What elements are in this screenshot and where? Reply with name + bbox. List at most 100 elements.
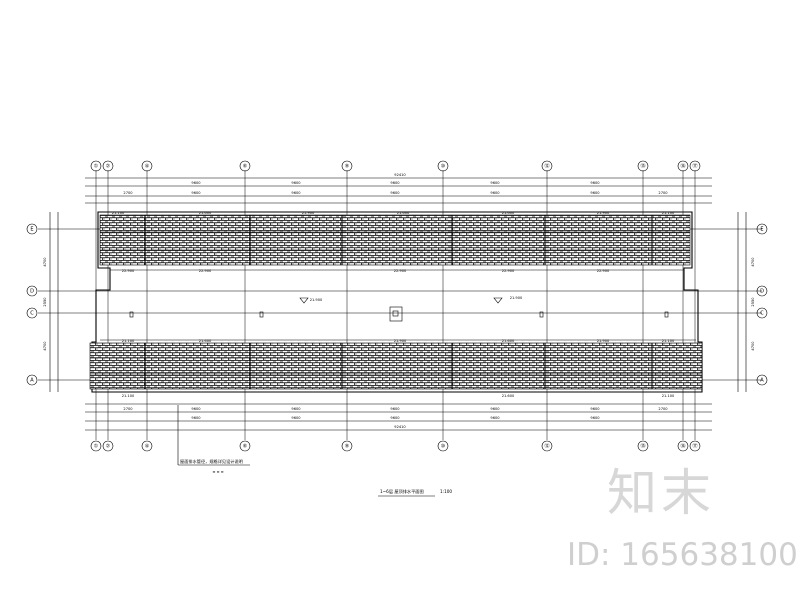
svg-text:21.600: 21.600 <box>502 339 515 343</box>
svg-text:①: ① <box>94 444 99 450</box>
overall-dim-top: 92410 <box>394 173 406 177</box>
svg-text:9600: 9600 <box>191 191 201 195</box>
svg-text:21.600: 21.600 <box>397 211 410 215</box>
roof-band-bottom <box>89 342 703 390</box>
watermark-logo: 知末 <box>607 464 715 522</box>
svg-text:21.600: 21.600 <box>502 394 515 398</box>
svg-text:9600: 9600 <box>590 416 600 420</box>
column-axis-bubbles-bottom: ① ② ④ ⑥ ⑧ ⑩ ⑫ ⑮ ⑯ ⑰ <box>90 440 701 452</box>
svg-text:21.600: 21.600 <box>199 211 212 215</box>
svg-text:9600: 9600 <box>390 191 400 195</box>
svg-text:21.600: 21.600 <box>199 339 212 343</box>
svg-text:21.900: 21.900 <box>310 298 323 302</box>
svg-text:21.100: 21.100 <box>122 394 135 398</box>
svg-text:21.900: 21.900 <box>597 339 610 343</box>
svg-text:⑫: ⑫ <box>544 443 549 450</box>
svg-text:A: A <box>760 378 764 384</box>
svg-text:21.900: 21.900 <box>510 296 523 300</box>
svg-text:9600: 9600 <box>191 181 201 185</box>
svg-text:9600: 9600 <box>291 191 301 195</box>
drain-symbols <box>129 297 669 322</box>
svg-text:21.900: 21.900 <box>302 211 315 215</box>
svg-text:4700: 4700 <box>43 341 47 351</box>
svg-text:21.100: 21.100 <box>122 339 135 343</box>
svg-text:D: D <box>30 289 34 295</box>
svg-text:⑮: ⑮ <box>640 443 645 450</box>
svg-text:2550: 2550 <box>43 297 47 307</box>
svg-text:⑩: ⑩ <box>441 444 446 450</box>
svg-text:21.600: 21.600 <box>502 211 515 215</box>
top-dimensions: 92410 9600 9600 9600 9600 9600 2700 9600 96… <box>85 173 712 204</box>
svg-text:2700: 2700 <box>123 407 133 411</box>
svg-text:⑰: ⑰ <box>692 163 697 170</box>
svg-text:4700: 4700 <box>751 341 755 351</box>
svg-text:21.100: 21.100 <box>662 394 675 398</box>
svg-text:9600: 9600 <box>490 407 500 411</box>
building-outline <box>91 211 703 393</box>
svg-text:9600: 9600 <box>291 407 301 411</box>
svg-text:9600: 9600 <box>590 181 600 185</box>
svg-text:4700: 4700 <box>751 257 755 267</box>
svg-text:A: A <box>30 378 34 384</box>
svg-text:②: ② <box>106 444 111 450</box>
svg-text:22.900: 22.900 <box>199 269 212 273</box>
svg-text:2700: 2700 <box>658 191 668 195</box>
svg-text:2700: 2700 <box>658 407 668 411</box>
svg-text:E: E <box>760 227 763 233</box>
overall-dim-bottom: 92410 <box>394 425 406 429</box>
svg-text:9600: 9600 <box>291 416 301 420</box>
svg-text:②: ② <box>106 164 111 170</box>
svg-text:⑩: ⑩ <box>441 164 446 170</box>
svg-text:C: C <box>30 311 34 317</box>
svg-text:①: ① <box>94 164 99 170</box>
svg-text:22.900: 22.900 <box>502 269 515 273</box>
svg-text:9600: 9600 <box>291 181 301 185</box>
svg-text:⑯: ⑯ <box>680 163 685 170</box>
drawing-title-block: 1~6层 屋顶排水平面图 1:100 <box>378 488 452 497</box>
svg-text:D: D <box>760 289 764 295</box>
svg-text:9600: 9600 <box>490 191 500 195</box>
watermark-id: ID: 165638100 <box>567 537 798 573</box>
svg-text:9600: 9600 <box>390 407 400 411</box>
svg-text:9600: 9600 <box>390 416 400 420</box>
svg-text:9600: 9600 <box>590 407 600 411</box>
svg-text:2700: 2700 <box>123 191 133 195</box>
svg-text:21.100: 21.100 <box>662 211 675 215</box>
svg-text:⑰: ⑰ <box>692 443 697 450</box>
svg-text:22.900: 22.900 <box>122 269 135 273</box>
svg-text:⑮: ⑮ <box>640 163 645 170</box>
svg-text:⑥: ⑥ <box>243 444 248 450</box>
drainage-note: 屋面排水管径，规格详见设计说明 <box>180 458 243 465</box>
svg-text:⑫: ⑫ <box>544 163 549 170</box>
elevation-labels: 21.100 21.600 21.900 21.600 21.600 21.90… <box>112 211 675 398</box>
bottom-dimensions: 2700 9600 9600 9600 9600 9600 2700 9600 9600… <box>85 403 712 431</box>
svg-text:21.900: 21.900 <box>394 339 407 343</box>
column-axis-bubbles-top: ① ② ④ ⑥ ⑧ ⑩ ⑫ ⑮ ⑯ ⑰ <box>90 160 701 172</box>
svg-text:9600: 9600 <box>191 407 201 411</box>
svg-text:22.900: 22.900 <box>394 269 407 273</box>
svg-text:21.900: 21.900 <box>597 211 610 215</box>
svg-text:2550: 2550 <box>751 297 755 307</box>
svg-text:⑧: ⑧ <box>345 164 350 170</box>
side-dimensions: 4700 2550 4700 4700 2550 4700 <box>43 212 755 392</box>
svg-text:⑥: ⑥ <box>243 164 248 170</box>
svg-text:9600: 9600 <box>191 416 201 420</box>
svg-text:21.100: 21.100 <box>112 211 125 215</box>
row-axis-bubbles: E D C A E D C A <box>26 223 768 386</box>
svg-text:9600: 9600 <box>390 181 400 185</box>
svg-text:22.900: 22.900 <box>597 269 610 273</box>
leader-note: 屋面排水管径，规格详见设计说明 ≡ ≡ ≡ <box>177 405 250 474</box>
svg-text:≡ ≡ ≡: ≡ ≡ ≡ <box>212 470 223 474</box>
svg-text:E: E <box>30 227 33 233</box>
svg-text:9600: 9600 <box>490 181 500 185</box>
svg-text:C: C <box>760 311 764 317</box>
svg-text:4700: 4700 <box>43 257 47 267</box>
drawing-scale: 1:100 <box>440 489 452 494</box>
drawing-title: 1~6层 屋顶排水平面图 <box>380 488 424 495</box>
svg-text:⑯: ⑯ <box>680 443 685 450</box>
svg-text:9600: 9600 <box>590 191 600 195</box>
svg-text:⑧: ⑧ <box>345 444 350 450</box>
svg-text:④: ④ <box>145 164 150 170</box>
svg-text:21.100: 21.100 <box>662 339 675 343</box>
